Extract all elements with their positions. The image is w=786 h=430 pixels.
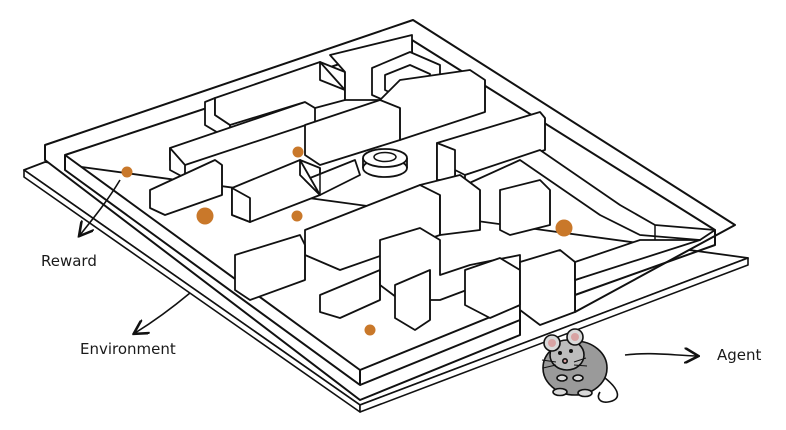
reward-arrow	[80, 179, 121, 235]
maze-wall-details	[221, 80, 656, 320]
reward-label: Reward	[41, 252, 97, 270]
maze-interior-walls	[149, 34, 716, 331]
reward-pellets	[121, 146, 573, 336]
ring-object-icon	[362, 148, 408, 178]
reward-pellet	[555, 219, 573, 237]
agent-arrow	[624, 354, 697, 356]
reward-pellet	[364, 324, 376, 336]
reward-pellet	[121, 166, 133, 178]
environment-label: Environment	[80, 340, 176, 358]
annotation-arrows	[80, 179, 697, 356]
reward-pellet	[292, 146, 304, 158]
environment-arrow	[135, 292, 191, 333]
reward-pellet	[196, 207, 214, 225]
reward-pellet	[291, 210, 303, 222]
agent-label: Agent	[717, 346, 762, 364]
mouse-agent-icon	[541, 328, 619, 403]
